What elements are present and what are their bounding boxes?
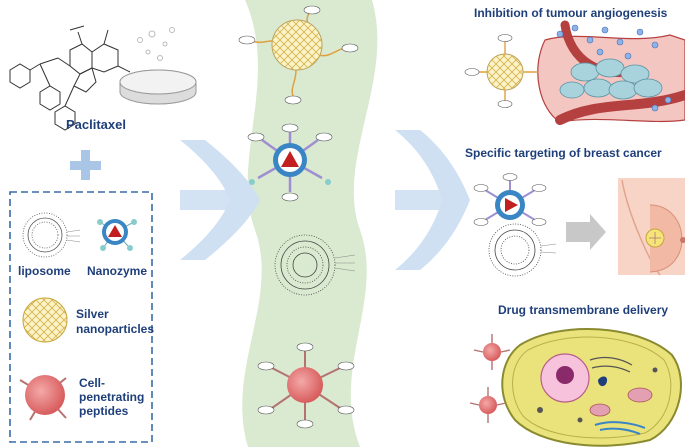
plus-icon — [70, 150, 101, 180]
legend-nanozyme-label: Nanozyme — [87, 264, 148, 278]
outcome-title-angiogenesis: Inhibition of tumour angiogenesis — [474, 6, 668, 20]
legend-box — [9, 191, 153, 443]
legend-liposome-label: liposome — [18, 264, 71, 278]
breast-icon — [618, 178, 685, 276]
targeting-illustration — [473, 173, 606, 277]
band-cpp-construct — [257, 342, 355, 429]
drug-label: Paclitaxel — [66, 117, 126, 132]
cell-illustration — [469, 327, 682, 447]
band-liposome — [274, 234, 356, 296]
legend-cpp-label: Cell- penetrating peptides — [79, 376, 145, 418]
silver-nanoparticle-icon — [22, 297, 68, 343]
band-nanozyme-construct — [247, 123, 333, 202]
legend-silver-label: Silver nanoparticles — [76, 307, 155, 336]
liposome-icon — [22, 212, 81, 258]
tumour-angiogenesis-illustration — [464, 20, 685, 125]
nanozyme-icon — [97, 219, 137, 251]
green-band — [242, 0, 378, 447]
tablet-icon — [119, 27, 197, 105]
outcome-title-targeting: Specific targeting of breast cancer — [465, 146, 662, 160]
chevron-arrow-icon — [180, 140, 260, 260]
paclitaxel-structure-icon — [9, 25, 131, 131]
outcome-title-delivery: Drug transmembrane delivery — [498, 303, 669, 317]
band-silver-construct — [238, 5, 359, 105]
chevron-arrow-icon-2 — [395, 130, 470, 270]
cpp-icon — [19, 375, 67, 421]
